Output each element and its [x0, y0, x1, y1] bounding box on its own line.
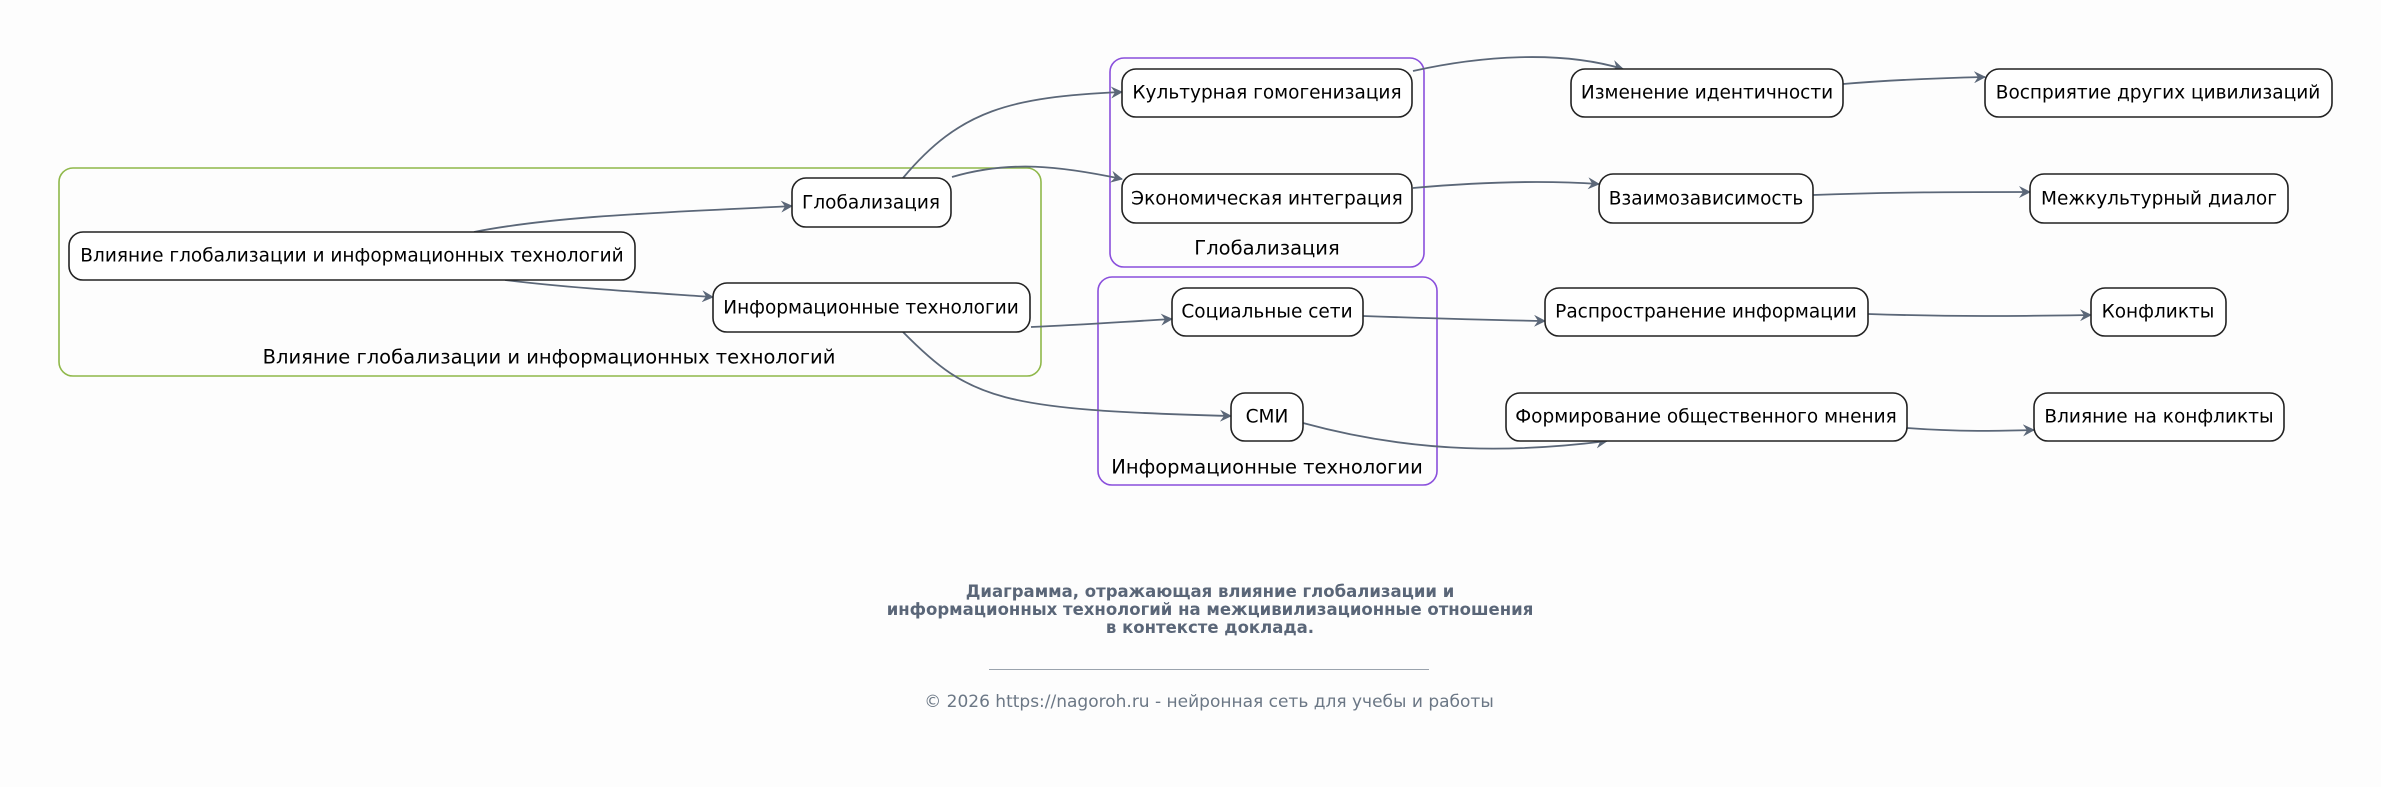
edge-cult-ident — [1412, 56, 1624, 72]
node-it[interactable]: Информационные технологии — [712, 282, 1031, 333]
edge-soc-spread — [1362, 314, 1546, 327]
node-label: СМИ — [1246, 407, 1289, 428]
node-label: Взаимозависимость — [1609, 189, 1804, 210]
node-conflict-influence[interactable]: Влияние на конфликты — [2033, 392, 2285, 442]
edge-it-soc — [1030, 313, 1173, 328]
node-root[interactable]: Влияние глобализации и информационных те… — [68, 231, 636, 281]
edge-smi-opinion — [1302, 422, 1608, 450]
edge-econ-interdep — [1412, 177, 1600, 190]
node-economic[interactable]: Экономическая интеграция — [1121, 173, 1413, 224]
edge-root-glob — [473, 200, 793, 233]
cluster-globalization: Глобализация — [1109, 57, 1425, 268]
node-perception[interactable]: Восприятие других цивилизаций — [1984, 68, 2333, 118]
node-media[interactable]: СМИ — [1230, 392, 1304, 442]
node-label: Распространение информации — [1555, 302, 1857, 323]
edge-glob-cult — [902, 86, 1123, 179]
node-globalization[interactable]: Глобализация — [791, 177, 952, 228]
node-opinion[interactable]: Формирование общественного мнения — [1505, 392, 1908, 442]
node-identity[interactable]: Изменение идентичности — [1570, 68, 1844, 118]
cluster-label: Влияние глобализации и информационных те… — [263, 346, 836, 369]
node-label: Социальные сети — [1181, 302, 1352, 323]
node-dialog[interactable]: Межкультурный диалог — [2029, 173, 2289, 224]
node-label: Экономическая интеграция — [1131, 189, 1403, 210]
edges — [473, 56, 2092, 450]
cluster-label: Информационные технологии — [1111, 456, 1423, 479]
edge-interdep-dialog — [1812, 186, 2031, 199]
edge-root-it — [504, 279, 714, 303]
cluster-it: Информационные технологии — [1097, 276, 1438, 486]
node-label: Восприятие других цивилизаций — [1996, 83, 2321, 104]
diagram-caption: Диаграмма, отражающая влияние глобализац… — [886, 582, 1534, 637]
node-label: Межкультурный диалог — [2041, 189, 2277, 210]
node-label: Информационные технологии — [723, 298, 1019, 319]
node-label: Влияние на конфликты — [2044, 407, 2273, 428]
cluster-label: Глобализация — [1194, 237, 1339, 260]
divider — [989, 669, 1429, 670]
edge-ident-percep — [1842, 71, 1986, 85]
node-spread[interactable]: Распространение информации — [1544, 287, 1869, 337]
node-interdependence[interactable]: Взаимозависимость — [1598, 173, 1814, 224]
node-label: Влияние глобализации и информационных те… — [80, 246, 623, 267]
edge-spread-conf — [1867, 309, 2092, 322]
node-social[interactable]: Социальные сети — [1171, 287, 1364, 337]
cluster-main: Влияние глобализации и информационных те… — [58, 167, 1042, 377]
edge-opinion-confinf — [1906, 424, 2035, 437]
node-conflicts[interactable]: Конфликты — [2090, 287, 2227, 337]
edge-it-smi — [902, 331, 1232, 422]
edge-glob-econ — [951, 165, 1123, 183]
node-label: Изменение идентичности — [1581, 83, 1833, 104]
footer-copyright: © 2026 https://nagoroh.ru - нейронная се… — [924, 692, 1494, 712]
node-label: Конфликты — [2102, 302, 2215, 323]
node-label: Формирование общественного мнения — [1515, 407, 1897, 428]
node-label: Глобализация — [802, 193, 940, 214]
node-cultural[interactable]: Культурная гомогенизация — [1121, 68, 1413, 118]
node-label: Культурная гомогенизация — [1132, 83, 1401, 104]
